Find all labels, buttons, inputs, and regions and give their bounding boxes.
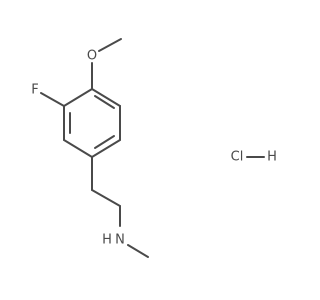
oxygen-atom-label: O <box>87 49 97 64</box>
ring-bond-c6-c1 <box>63 88 93 107</box>
ring-bond-c4-c5 <box>63 139 93 158</box>
hydrochloride-hydrogen-label: H <box>267 150 277 165</box>
bond-ethyl-ethyl <box>91 189 121 207</box>
ring-double-bond-inner-right <box>94 135 115 149</box>
nitrogen-hydrogen-label: H <box>102 233 112 248</box>
structure-diagram: O F H N Cl H <box>31 38 277 258</box>
ring-bond-c1-c2 <box>91 88 121 107</box>
ring-bond-c3-c4 <box>91 139 121 158</box>
ring-double-bond-inner-top <box>94 95 115 109</box>
bond-ring-fluorine <box>40 92 65 107</box>
bond-nitrogen-methyl <box>127 244 149 258</box>
molecule-canvas: O F H N Cl H <box>31 38 277 258</box>
bond-oxygen-methyl <box>98 38 122 52</box>
fluorine-atom-label: F <box>31 83 38 98</box>
chlorine-atom-label: Cl <box>231 150 244 165</box>
nitrogen-atom-label: N <box>115 233 125 248</box>
